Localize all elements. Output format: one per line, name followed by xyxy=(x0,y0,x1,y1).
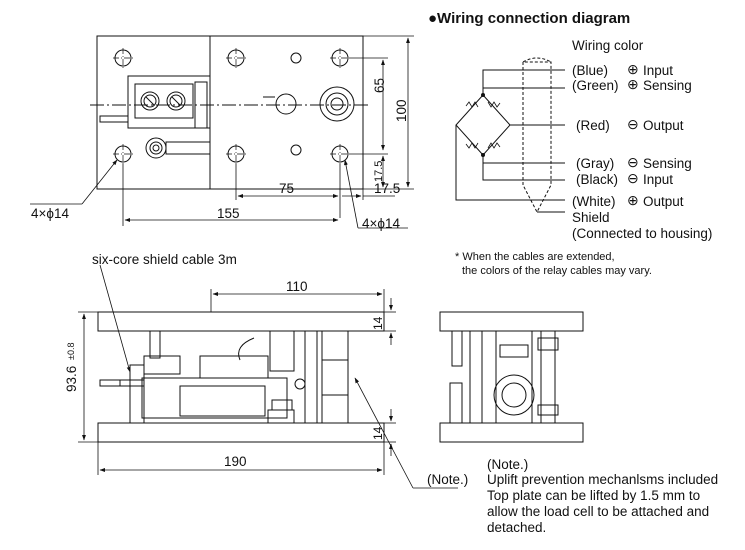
cable-note-line1: * When the cables are extended, xyxy=(455,251,615,263)
mounting-holes xyxy=(114,49,349,163)
wire-signal-sensing: Sensing xyxy=(643,78,692,93)
shield-label: Shield xyxy=(572,210,610,225)
top-view-base-plate xyxy=(96,35,364,190)
note-line4: detached. xyxy=(487,520,547,535)
wire-signal-input: Input xyxy=(643,63,674,78)
dim-75: 75 xyxy=(279,181,295,196)
dim-100: 100 xyxy=(394,99,409,122)
wire-color-red: (Red) xyxy=(576,118,610,133)
top-view-dimensions xyxy=(30,35,414,229)
front-top-plate xyxy=(97,311,385,332)
dim-65: 65 xyxy=(372,77,387,93)
dim-190: 190 xyxy=(224,454,247,469)
side-top-plate xyxy=(439,311,584,332)
hole-callout-right: 4×ϕ14 xyxy=(362,216,400,231)
hole-callout-left: 4×ϕ14 xyxy=(31,206,69,221)
cable-label: six-core shield cable 3m xyxy=(92,252,237,267)
dim-14-bottom: 14 xyxy=(371,426,385,440)
dim-tolerance: ±0.8 xyxy=(66,342,76,360)
note-line2: Top plate can be lifted by 1.5 mm to xyxy=(487,488,701,503)
cable-note-line2: the colors of the relay cables may vary. xyxy=(462,265,652,277)
side-uplift-column xyxy=(495,330,533,424)
dim-155: 155 xyxy=(217,206,240,221)
dim-93-6: 93.6 xyxy=(64,365,79,392)
dim-110: 110 xyxy=(286,279,308,294)
dim-14-top: 14 xyxy=(371,316,385,330)
top-view xyxy=(90,35,370,190)
sign-plus-icon: ⊕ xyxy=(627,61,639,77)
dim-17-5-vertical: 17.5 xyxy=(373,160,385,182)
front-view-dimensions xyxy=(78,264,458,489)
side-bottom-plate xyxy=(439,422,584,443)
note-line3: allow the load cell to be attached and xyxy=(487,504,710,519)
wiring-color-heading: Wiring color xyxy=(572,38,644,53)
dim-17-5-horizontal: 17.5 xyxy=(374,181,401,196)
note-reference: (Note.) xyxy=(427,472,469,487)
note-line1: Uplift prevention mechanlsms included xyxy=(487,472,719,487)
wire-color-blue: (Blue) xyxy=(572,63,609,78)
sign-plus-icon: ⊕ xyxy=(627,192,639,208)
front-view xyxy=(97,311,385,443)
wiring-title: ●Wiring connection diagram xyxy=(428,10,631,27)
wiring-diagram xyxy=(455,57,565,214)
wire-signal-input: Input xyxy=(643,172,674,187)
front-uplift-column xyxy=(321,330,349,424)
bridge-circuit xyxy=(455,94,511,156)
front-bottom-plate xyxy=(97,422,385,443)
sign-minus-icon: ⊖ xyxy=(627,154,639,170)
sign-minus-icon: ⊖ xyxy=(627,170,639,186)
wire-color-green: (Green) xyxy=(572,78,619,93)
wire-signal-output: Output xyxy=(643,194,684,209)
wire-color-black: (Black) xyxy=(576,172,619,187)
shield-note: (Connected to housing) xyxy=(572,226,713,241)
top-view-load-cell xyxy=(127,75,211,129)
sign-minus-icon: ⊖ xyxy=(627,116,639,132)
side-view xyxy=(439,311,584,443)
sign-plus-icon: ⊕ xyxy=(627,76,639,92)
wire-color-white: (White) xyxy=(572,194,616,209)
wire-signal-output: Output xyxy=(643,118,684,133)
note-title: (Note.) xyxy=(487,457,529,472)
wire-color-gray: (Gray) xyxy=(576,156,615,171)
wire-signal-sensing: Sensing xyxy=(643,156,692,171)
